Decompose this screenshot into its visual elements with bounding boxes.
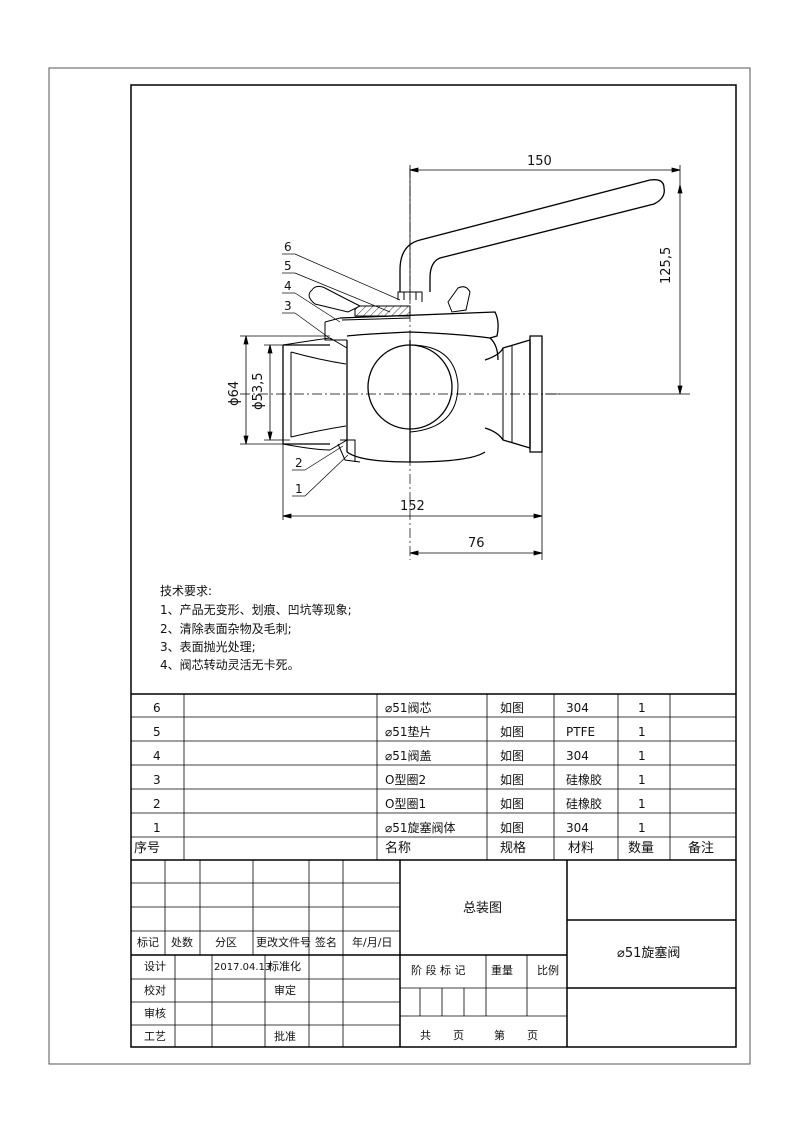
- process-label: 工艺: [144, 1030, 166, 1043]
- bom-no: 4: [153, 749, 161, 763]
- callout-1: 1: [295, 482, 303, 496]
- bom-material: 硅橡胶: [566, 797, 603, 811]
- dim-150: 150: [527, 154, 552, 169]
- bom-header-no: 序号: [134, 841, 161, 856]
- drawing-name: 总装图: [463, 901, 503, 916]
- bom-spec: 如图: [500, 797, 525, 811]
- bom-qty: 1: [638, 749, 646, 763]
- bom-spec: 如图: [500, 701, 525, 715]
- dim-152: 152: [400, 499, 425, 514]
- bom-header-qty: 数量: [628, 841, 655, 856]
- dim-125-5: 125,5: [659, 246, 674, 284]
- callout-5: 5: [284, 259, 292, 273]
- bom-qty: 1: [638, 773, 646, 787]
- callout-6: 6: [284, 240, 292, 254]
- callout-3: 3: [284, 299, 292, 313]
- tech-item: 3、表面抛光处理;: [160, 640, 256, 654]
- bom-qty: 1: [638, 821, 646, 835]
- scale-label: 比例: [537, 964, 559, 977]
- bom-spec: 如图: [500, 725, 525, 739]
- callout-2: 2: [295, 456, 303, 470]
- rev-date: 年/月/日: [352, 936, 393, 949]
- page-number: 第 页: [494, 1029, 538, 1042]
- bom-name: ⌀51旋塞阀体: [385, 821, 456, 835]
- bom-material: 304: [566, 749, 589, 763]
- tech-item: 4、阀芯转动灵活无卡死。: [160, 658, 300, 672]
- outer-border: [48, 67, 751, 1065]
- tech-title: 技术要求:: [160, 584, 213, 598]
- part-name: ⌀51旋塞阀: [617, 946, 681, 961]
- bom-name: ⌀51垫片: [385, 725, 432, 739]
- bom-name: ⌀51阀盖: [385, 749, 432, 763]
- bom-no: 6: [153, 701, 161, 715]
- bom-header-note: 备注: [688, 841, 715, 856]
- tech-item: 1、产品无变形、划痕、凹坑等现象;: [160, 603, 352, 617]
- dim-phi53-5: ϕ53,5: [251, 372, 266, 410]
- dim-phi64: ϕ64: [227, 380, 242, 406]
- bom-name: O型圈2: [385, 773, 427, 787]
- bom-no: 5: [153, 725, 161, 739]
- bom-qty: 1: [638, 797, 646, 811]
- bom-material: 304: [566, 821, 589, 835]
- total-pages: 共 页: [420, 1029, 464, 1042]
- bom-header-material: 材料: [568, 841, 595, 856]
- inner-frame: [130, 84, 737, 1048]
- rev-sign: 签名: [315, 936, 337, 949]
- bom-name: ⌀51阀芯: [385, 701, 432, 715]
- audit-label: 审核: [144, 1007, 166, 1020]
- title-block-grid: [131, 860, 736, 1047]
- bom-header-name: 名称: [385, 841, 412, 856]
- bom-spec: 如图: [500, 773, 525, 787]
- design-label: 设计: [144, 960, 166, 973]
- rev-mark: 标记: [137, 936, 159, 949]
- bom-no: 1: [153, 821, 161, 835]
- bom-material: 硅橡胶: [566, 773, 603, 787]
- approve-label: 批准: [274, 1030, 296, 1043]
- check-label: 校对: [144, 984, 166, 997]
- bom-spec: 如图: [500, 749, 525, 763]
- design-date: 2017.04.13: [214, 962, 272, 973]
- weight-label: 重量: [491, 964, 513, 977]
- bom-material: 304: [566, 701, 589, 715]
- dimension-lines: [240, 165, 690, 560]
- review-label: 审定: [274, 984, 296, 997]
- rev-doc: 更改文件号: [256, 936, 311, 949]
- dim-76: 76: [468, 536, 485, 551]
- bom-table-grid: [131, 693, 736, 861]
- bom-no: 3: [153, 773, 161, 787]
- rev-count: 处数: [171, 936, 193, 949]
- bom-qty: 1: [638, 701, 646, 715]
- standardize-label: 标准化: [268, 960, 301, 973]
- bom-material: PTFE: [566, 725, 596, 739]
- stage-mark: 阶 段 标 记: [411, 964, 466, 977]
- bom-qty: 1: [638, 725, 646, 739]
- valve-drawing: [240, 168, 665, 560]
- bom-no: 2: [153, 797, 161, 811]
- tech-item: 2、清除表面杂物及毛刺;: [160, 622, 292, 636]
- rev-zone: 分区: [215, 936, 237, 949]
- bom-spec: 如图: [500, 821, 525, 835]
- bom-name: O型圈1: [385, 797, 427, 811]
- callout-4: 4: [284, 279, 292, 293]
- leader-lines: [282, 253, 401, 497]
- bom-header-spec: 规格: [500, 841, 527, 856]
